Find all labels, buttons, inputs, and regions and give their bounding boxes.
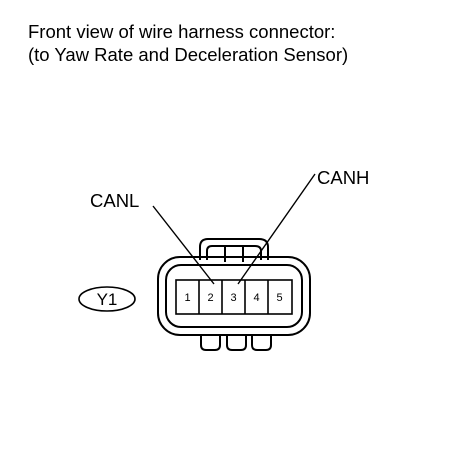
diagram-title-line-2: (to Yaw Rate and Deceleration Sensor) <box>28 44 349 65</box>
connector-id-ellipse <box>78 286 136 312</box>
pin-label: 3 <box>230 292 236 304</box>
canl-leader-line <box>152 205 215 285</box>
connector-id-label: Y1 <box>97 290 118 309</box>
pin-label: 2 <box>207 292 213 304</box>
pin-label: 1 <box>184 292 190 304</box>
connector-housing <box>157 238 311 351</box>
canl-label: CANL <box>90 190 140 211</box>
pin-label: 5 <box>276 292 282 304</box>
diagram-title-line-1: Front view of wire harness connector: <box>28 21 336 42</box>
canh-leader-line <box>237 173 316 285</box>
pin-labels: 1 2 3 4 5 <box>184 292 282 304</box>
pin-cavity-block <box>175 279 293 315</box>
canh-label: CANH <box>317 167 370 188</box>
pin-label: 4 <box>253 292 259 304</box>
